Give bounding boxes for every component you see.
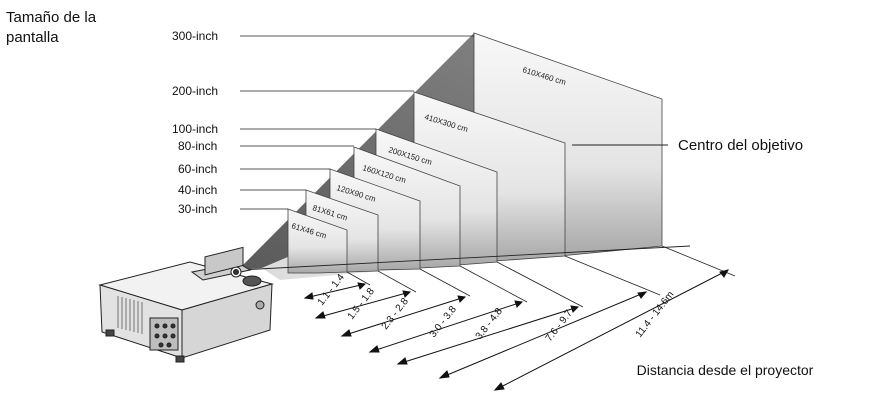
- inch-label-60: 60-inch: [178, 162, 217, 176]
- inch-label-80: 80-inch: [178, 139, 217, 153]
- distance-arrows: [303, 269, 730, 391]
- lens-axis-line: [239, 245, 691, 271]
- title-line-2: pantalla: [6, 29, 59, 46]
- title-line-1: Tamaño de la: [6, 9, 97, 26]
- distance-caption: Distancia desde el proyector: [637, 362, 814, 378]
- distance-label-100: 3.8 - 4.8: [474, 306, 506, 342]
- screens-group: 610X460 cm 410X300 cm 200X150 cm 160X120…: [287, 32, 663, 274]
- inch-label-300: 300-inch: [172, 29, 218, 43]
- inch-label-40: 40-inch: [178, 183, 217, 197]
- lens-center-label: Centro del objetivo: [678, 137, 803, 154]
- distance-label-80: 3.0 - 3.8: [428, 304, 460, 340]
- distance-label-40: 1.5 - 1.8: [346, 286, 378, 322]
- inch-label-100: 100-inch: [172, 122, 218, 136]
- distance-label-30: 1.1 - 1.4: [316, 272, 348, 308]
- inch-label-200: 200-inch: [172, 84, 218, 98]
- distance-label-60: 2.3 - 2.8: [380, 296, 412, 332]
- projector-icon: [98, 246, 274, 363]
- screen-30: [287, 208, 348, 274]
- inch-label-30: 30-inch: [178, 202, 217, 216]
- inch-labels: 300-inch 200-inch 100-inch 80-inch 60-in…: [172, 29, 474, 216]
